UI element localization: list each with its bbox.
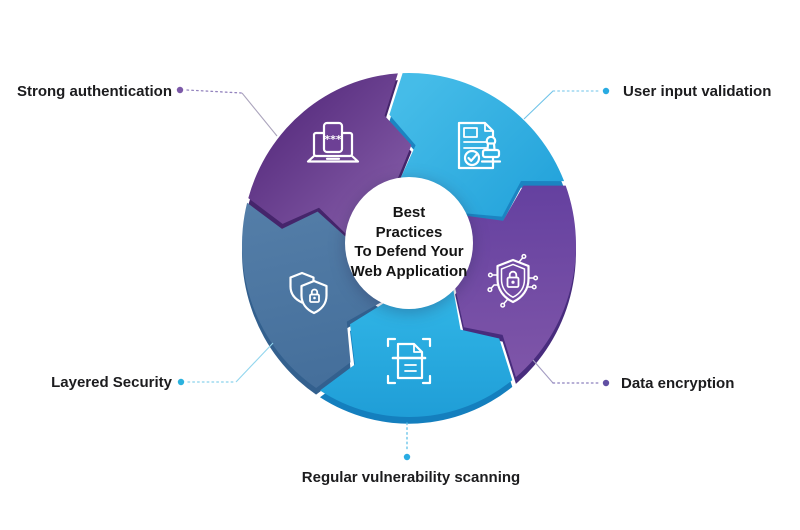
segment-vulnerability-scanning [320,289,513,417]
lock-body [309,293,320,303]
data-encryption-line [532,359,554,384]
document-fold [413,343,423,353]
center-title-line: Practices [375,223,443,241]
label-regular-vulnerability-scanning: Regular vulnerability scanning [301,469,521,486]
check-mark [467,153,478,162]
document-outline [396,342,424,380]
circuit-nodes [487,253,539,308]
shield-outer [496,258,530,304]
strong-authentication-line [241,92,278,137]
scan-brackets [386,337,432,385]
phone-shape [322,121,344,154]
data-encryption-dot [602,379,610,387]
center-title-line: To Defend Your [354,243,464,260]
center-title-line: Web Application [350,262,468,280]
center-title: Best Practices To Defend Your Web Applic… [319,203,499,281]
document-validation-stamp-icon [457,121,502,170]
segment-strong-authentication [248,73,412,236]
shield-lock-circuit-icon [487,253,539,308]
lock-body [506,276,520,288]
check-circle [463,149,481,167]
document-image-box [463,127,478,138]
layered-shields-lock-icon [289,271,328,315]
label-layered-security: Layered Security [51,374,172,391]
label-strong-authentication: Strong authentication [17,83,172,100]
center-title-line: Best [392,204,426,221]
document-scan-icon [386,337,432,385]
layered-security-line [235,342,274,383]
document-fold [484,122,494,132]
lock-shackle [508,270,518,279]
strong-authentication-dot [176,86,184,94]
user-input-validation-dot [602,87,610,95]
lock-keyhole [313,296,316,300]
layered-security-dot [177,378,185,386]
label-data-encryption: Data encryption [621,375,735,392]
lock-keyhole [511,280,515,284]
user-input-validation-line [523,90,554,120]
shield-inner [500,263,526,298]
ring-segments [241,72,576,417]
stamp-base [481,148,501,159]
vulnerability-scanning-dot [403,453,411,461]
laptop-authentication-icon: *** [306,121,360,163]
center-circle [345,177,473,309]
laptop-base [306,154,360,163]
strong-authentication-dashed-line [186,89,243,94]
segment-user-input-validation [389,72,565,217]
lock-shackle [310,288,319,296]
password-stars: *** [324,133,342,146]
label-user-input-validation: User input validation [623,83,772,100]
segment-data-encryption [455,185,576,378]
